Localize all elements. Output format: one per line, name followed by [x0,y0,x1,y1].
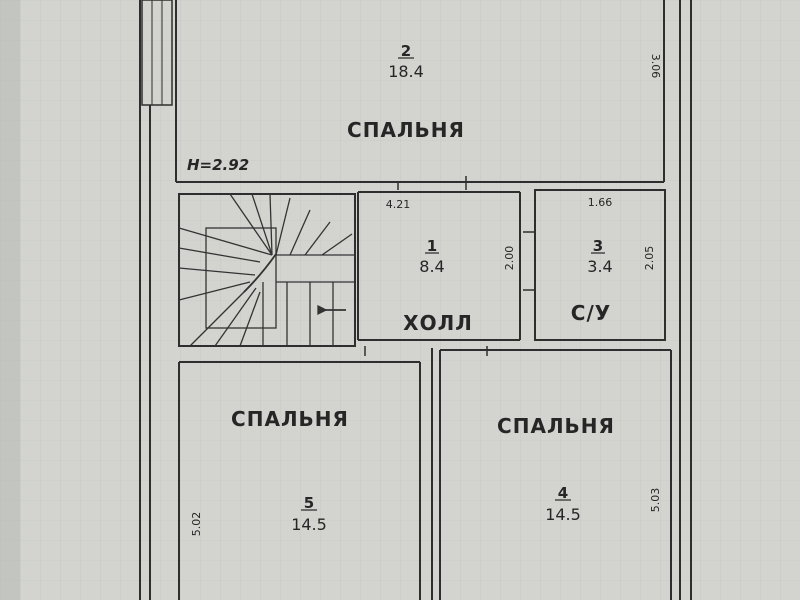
room-5-name: СПАЛЬНЯ [231,407,349,431]
room-5-area: 14.5 [291,515,327,534]
room-3-dim-horizontal: 1.66 [588,196,613,209]
room-2-name: СПАЛЬНЯ [347,118,465,142]
room-1-dim-horizontal: 4.21 [386,198,411,211]
room-4-dim-vertical: 5.03 [649,488,662,513]
room-4-number: 4 [558,484,568,502]
room-4-name: СПАЛЬНЯ [497,414,615,438]
room-1-area: 8.4 [419,257,444,276]
page-edge-shadow [0,0,20,600]
room-3-area: 3.4 [587,257,612,276]
room-3-dim-vertical: 2.05 [643,246,656,271]
walls [139,0,692,600]
room-1-name: ХОЛЛ [403,311,473,335]
room-5-dim-vertical: 5.02 [190,512,203,537]
room-4-area: 14.5 [545,505,581,524]
room-5-number: 5 [304,494,314,512]
room-2-number: 2 [401,42,411,60]
room-1-dim-vertical: 2.00 [503,246,516,271]
staircase [178,193,355,347]
room-3-number: 3 [593,237,603,255]
room-3-name: С/У [571,301,611,325]
room-2-dim-vertical: 3.06 [649,54,662,79]
room-1-number: 1 [427,237,437,255]
room-2-area: 18.4 [388,62,424,81]
ceiling-height: H=2.92 [187,156,249,174]
